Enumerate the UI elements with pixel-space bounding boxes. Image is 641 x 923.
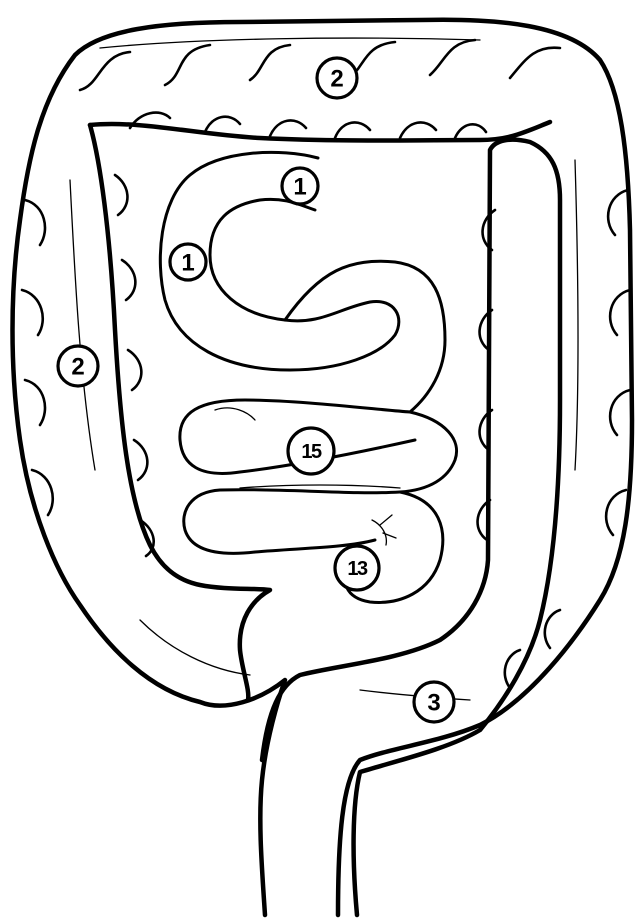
callout-duodenum-lower-number: 1 bbox=[181, 250, 194, 277]
colon-ascending-inner-edge bbox=[90, 125, 270, 700]
small-intestine bbox=[160, 152, 456, 602]
callout-ileocecal: 13 bbox=[335, 546, 379, 590]
callout-sigmoid: 3 bbox=[414, 682, 454, 722]
colon-inner-outline bbox=[262, 140, 560, 915]
callout-duodenum-lower: 1 bbox=[170, 244, 206, 280]
callout-ascending-colon-number: 2 bbox=[71, 354, 84, 381]
callout-duodenum-upper-number: 1 bbox=[293, 174, 306, 201]
callout-ileum: 15 bbox=[288, 428, 334, 474]
colon-transverse-lower-edge bbox=[90, 122, 550, 141]
callout-sigmoid-number: 3 bbox=[427, 690, 440, 717]
callout-transverse-colon-number: 2 bbox=[330, 66, 343, 93]
callout-ileum-number: 15 bbox=[301, 441, 322, 463]
callout-duodenum-upper: 1 bbox=[282, 168, 318, 204]
callout-transverse-colon: 2 bbox=[317, 58, 357, 98]
callout-ascending-colon: 2 bbox=[58, 346, 98, 386]
haustra-transverse-bottom bbox=[130, 113, 486, 138]
haustra-descending bbox=[478, 190, 630, 688]
callout-ileocecal-number: 13 bbox=[347, 558, 368, 580]
